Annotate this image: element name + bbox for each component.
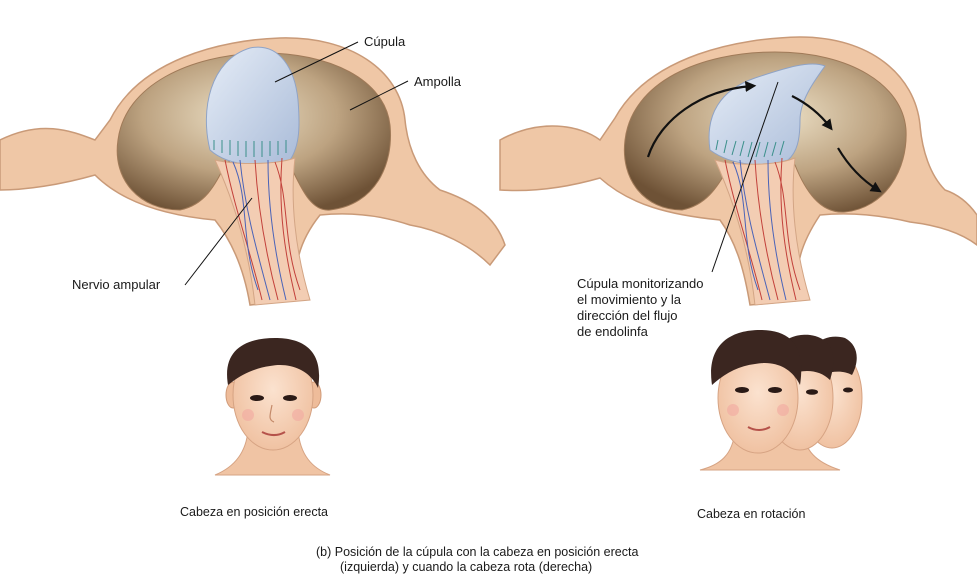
- leader-cupula: [274, 41, 359, 83]
- left-ampulla: [0, 37, 506, 306]
- endolymph-flow-arrow-2: [791, 95, 833, 131]
- head-rotating-front: [711, 330, 802, 454]
- label-monitor-line-4: de endolinfa: [577, 324, 648, 339]
- leader-monitor: [711, 81, 779, 273]
- label-monitor-line-1: Cúpula monitorizando: [577, 276, 704, 291]
- head-rotating-front-right-eye: [768, 387, 782, 393]
- right-ampulla: [499, 36, 977, 306]
- head-rotating-front-blush-right: [777, 404, 789, 416]
- head-upright-blush-right: [292, 409, 304, 421]
- head-upright-neck: [214, 429, 331, 476]
- figure-caption: (b) Posición de la cúpula con la cabeza …: [316, 545, 638, 575]
- figure-caption-line-1: (b) Posición de la cúpula con la cabeza …: [316, 545, 639, 559]
- endolymph-flow-arrow-1: [646, 81, 757, 158]
- caption-right: Cabeza en rotación: [697, 507, 806, 521]
- right-nerve-fibers: [724, 157, 801, 301]
- head-rotating-front-blush-left: [727, 404, 739, 416]
- figure-caption-line-2: (izquierda) y cuando la cabeza rota (der…: [340, 560, 593, 574]
- label-cupula-monitor: Cúpula monitorizando el movimiento y la …: [577, 276, 703, 340]
- head-upright-left-eye: [250, 395, 264, 401]
- head-rotating-front-mouth: [747, 426, 771, 431]
- head-rotating-front-left-eye: [735, 387, 749, 393]
- head-upright-right-eye: [283, 395, 297, 401]
- left-nerve-fibers: [224, 157, 301, 301]
- head-upright-nose: [269, 404, 275, 423]
- label-monitor-line-3: dirección del flujo: [577, 308, 678, 323]
- head-rotating-profile-eye: [843, 387, 853, 393]
- leader-ampolla: [349, 80, 409, 111]
- endolymph-flow-arrow-3: [837, 147, 882, 193]
- label-monitor-line-2: el movimiento y la: [577, 292, 682, 307]
- head-upright-blush-left: [242, 409, 254, 421]
- head-rotating-front-hair: [711, 330, 802, 385]
- head-upright-mouth: [261, 431, 286, 436]
- left-nerve-stalk: [214, 157, 311, 306]
- head-upright-hair: [227, 338, 320, 388]
- left-crista-hair-cells: [213, 140, 287, 157]
- caption-left: Cabeza en posición erecta: [180, 505, 329, 519]
- label-cupula: Cúpula: [364, 34, 406, 49]
- label-nervio-ampular: Nervio ampular: [72, 277, 161, 292]
- head-rotating: [699, 330, 863, 471]
- head-rotating-3q-eye: [806, 389, 818, 395]
- label-ampolla: Ampolla: [414, 74, 461, 89]
- head-upright: [214, 338, 331, 476]
- leader-nervio: [184, 197, 253, 286]
- right-crista-hair-cells: [715, 139, 785, 158]
